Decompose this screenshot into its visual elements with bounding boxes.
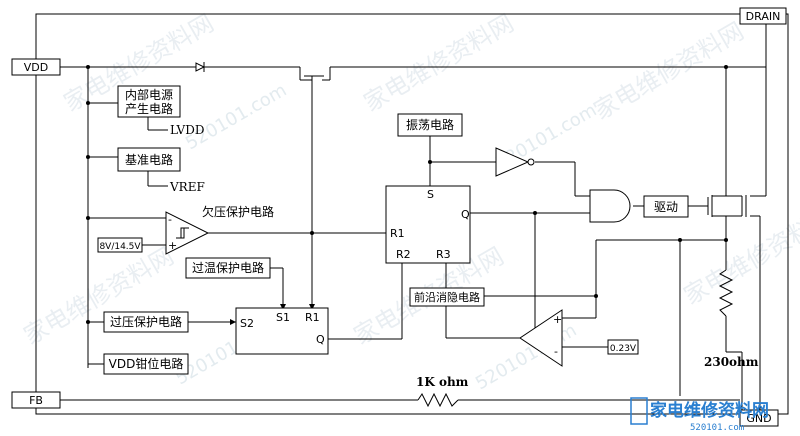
internal-power-block: 内部电源 产生电路: [117, 85, 181, 118]
vref-label: VREF: [169, 180, 205, 194]
resistor-1k-icon: [417, 392, 459, 408]
watermark-text: 520101.com: [472, 320, 580, 395]
svg-text:内部电源: 内部电源: [125, 87, 173, 102]
inverter-icon: [495, 147, 535, 177]
svg-text:VDD: VDD: [24, 61, 48, 74]
and-gate-icon: [589, 189, 631, 223]
svg-text:家电维修资料网: 家电维修资料网: [650, 400, 769, 421]
svg-text:Q: Q: [316, 333, 325, 346]
svg-text:+: +: [553, 313, 562, 326]
svg-text:驱动: 驱动: [654, 200, 678, 214]
uvlo-label: 欠压保护电路: [202, 204, 274, 219]
watermark-text: 家电维修资料网: [589, 17, 748, 125]
svg-text:S: S: [427, 188, 434, 201]
over-temp-block: 过温保护电路: [185, 257, 271, 279]
svg-text:-: -: [554, 345, 558, 358]
uvlo-threshold-box: 8V/14.5V: [97, 237, 143, 253]
leading-edge-block: 前沿消隐电路: [409, 287, 485, 307]
svg-text:S1: S1: [276, 311, 290, 324]
svg-text:VDD钳位电路: VDD钳位电路: [109, 356, 184, 371]
svg-text:8V/14.5V: 8V/14.5V: [99, 242, 141, 252]
resistor-1k-label: 1K ohm: [416, 375, 469, 389]
svg-text:过压保护电路: 过压保护电路: [110, 314, 182, 329]
svg-text:DRAIN: DRAIN: [746, 10, 781, 23]
vdd-clamp-block: VDD钳位电路: [103, 353, 189, 375]
main-latch: S R1 R2 R3 Q: [385, 185, 471, 264]
pin-drain: DRAIN: [739, 7, 787, 25]
watermark-text: 520101.com: [182, 80, 290, 155]
chip-outline: [35, 13, 789, 415]
svg-text:Q: Q: [461, 208, 470, 221]
junction-dots: [86, 65, 728, 324]
watermark-text: 家电维修资料网: [19, 242, 178, 350]
diode-icon: [195, 62, 206, 72]
svg-text:GND: GND: [746, 412, 771, 425]
svg-text:-: -: [168, 213, 172, 226]
site-logo: 家电维修资料网 520101.com: [630, 397, 769, 433]
pin-vdd: VDD: [11, 58, 61, 76]
resistor-230-icon: [718, 269, 734, 317]
svg-text:R1: R1: [305, 311, 320, 324]
svg-text:0.23V: 0.23V: [610, 344, 637, 354]
svg-text:+: +: [168, 239, 177, 252]
svg-text:基准电路: 基准电路: [125, 152, 173, 167]
pin-fb: FB: [11, 391, 61, 409]
oscillator-block: 振荡电路: [397, 113, 463, 137]
driver-block: 驱动: [643, 195, 689, 218]
svg-text:FB: FB: [29, 394, 43, 407]
watermark-text: 家电维修资料网: [679, 202, 800, 310]
watermark-text: 家电维修资料网: [359, 9, 518, 117]
svg-text:R3: R3: [436, 248, 451, 261]
ref-023-box: 0.23V: [607, 339, 639, 355]
pin-gnd: GND: [739, 409, 779, 427]
svg-text:振荡电路: 振荡电路: [406, 117, 454, 132]
resistor-230-label: 230ohm: [704, 355, 759, 369]
lvdd-label: LVDD: [170, 123, 204, 137]
svg-text:S2: S2: [240, 317, 254, 330]
svg-text:过温保护电路: 过温保护电路: [192, 260, 264, 275]
svg-text:520101.com: 520101.com: [690, 423, 744, 433]
reference-block: 基准电路: [117, 147, 181, 172]
svg-text:R1: R1: [390, 227, 405, 240]
over-voltage-block: 过压保护电路: [103, 311, 189, 333]
svg-text:产生电路: 产生电路: [125, 101, 173, 116]
protect-latch: S1 R1 S2 Q: [235, 307, 329, 355]
svg-text:前沿消隐电路: 前沿消隐电路: [414, 290, 480, 304]
svg-text:R2: R2: [396, 248, 411, 261]
sense-comparator: + -: [519, 309, 563, 367]
uvlo-comparator: - +: [165, 211, 210, 255]
